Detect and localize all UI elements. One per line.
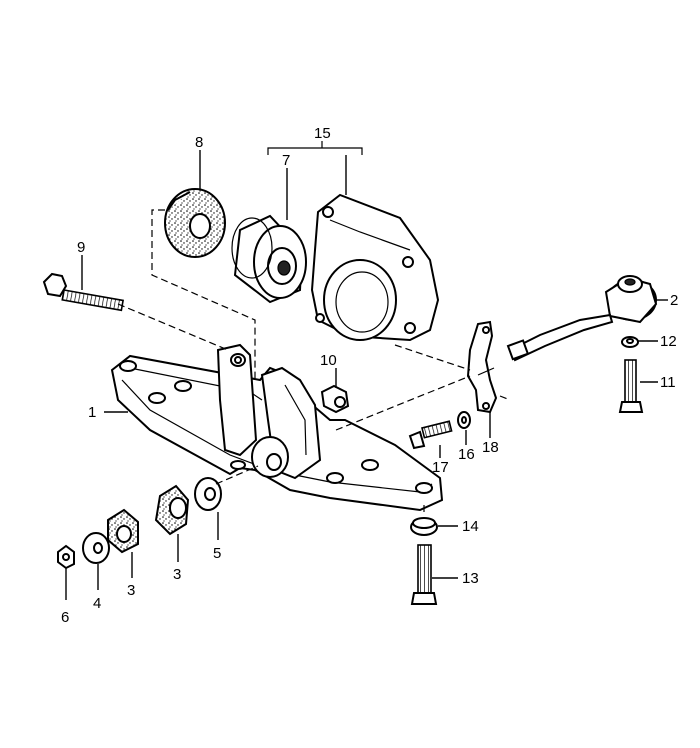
leader-lines xyxy=(65,150,668,600)
bolt-part-17 xyxy=(408,420,453,450)
callout-3-rear: 3 xyxy=(173,566,181,583)
callout-9: 9 xyxy=(77,239,85,256)
callout-14: 14 xyxy=(462,518,479,535)
bolt-part-9 xyxy=(42,272,125,312)
callout-17: 17 xyxy=(432,459,449,476)
callout-10: 10 xyxy=(320,352,337,369)
washer-part-8 xyxy=(164,188,226,258)
callout-3-front: 3 xyxy=(127,582,135,599)
callout-8: 8 xyxy=(195,134,203,151)
callout-11: 11 xyxy=(660,374,676,391)
callout-12: 12 xyxy=(660,333,677,350)
callout-4: 4 xyxy=(93,595,101,612)
callout-15: 15 xyxy=(314,125,331,142)
callout-labels: 15 8 7 9 2 12 10 11 1 17 16 18 14 5 3 13… xyxy=(61,125,678,626)
rubber-bushing-part-3-front xyxy=(107,508,139,554)
callout-7: 7 xyxy=(282,152,290,169)
nut-part-6 xyxy=(57,544,75,570)
callout-18: 18 xyxy=(482,439,499,456)
washer-part-12 xyxy=(621,336,639,348)
callout-2: 2 xyxy=(670,292,678,309)
washer-part-16 xyxy=(457,411,471,429)
bolt-part-13 xyxy=(410,544,438,605)
callout-16: 16 xyxy=(458,446,475,463)
rubber-mount-part-7 xyxy=(231,214,307,304)
callout-5: 5 xyxy=(213,545,221,562)
washer-part-5 xyxy=(194,477,222,511)
engine-mount-housing xyxy=(310,193,440,342)
nut-part-10 xyxy=(320,384,350,414)
bolt-part-11 xyxy=(618,359,644,413)
rubber-bushing-part-3-rear xyxy=(154,484,190,536)
washer-part-4 xyxy=(82,532,110,564)
callout-6: 6 xyxy=(61,609,69,626)
crossmember-part-1 xyxy=(110,343,444,512)
bracket-part-18 xyxy=(466,320,498,414)
assembly-lines xyxy=(117,141,511,515)
callout-1: 1 xyxy=(88,404,96,421)
washer-part-14 xyxy=(410,517,438,536)
callout-13: 13 xyxy=(462,570,479,587)
